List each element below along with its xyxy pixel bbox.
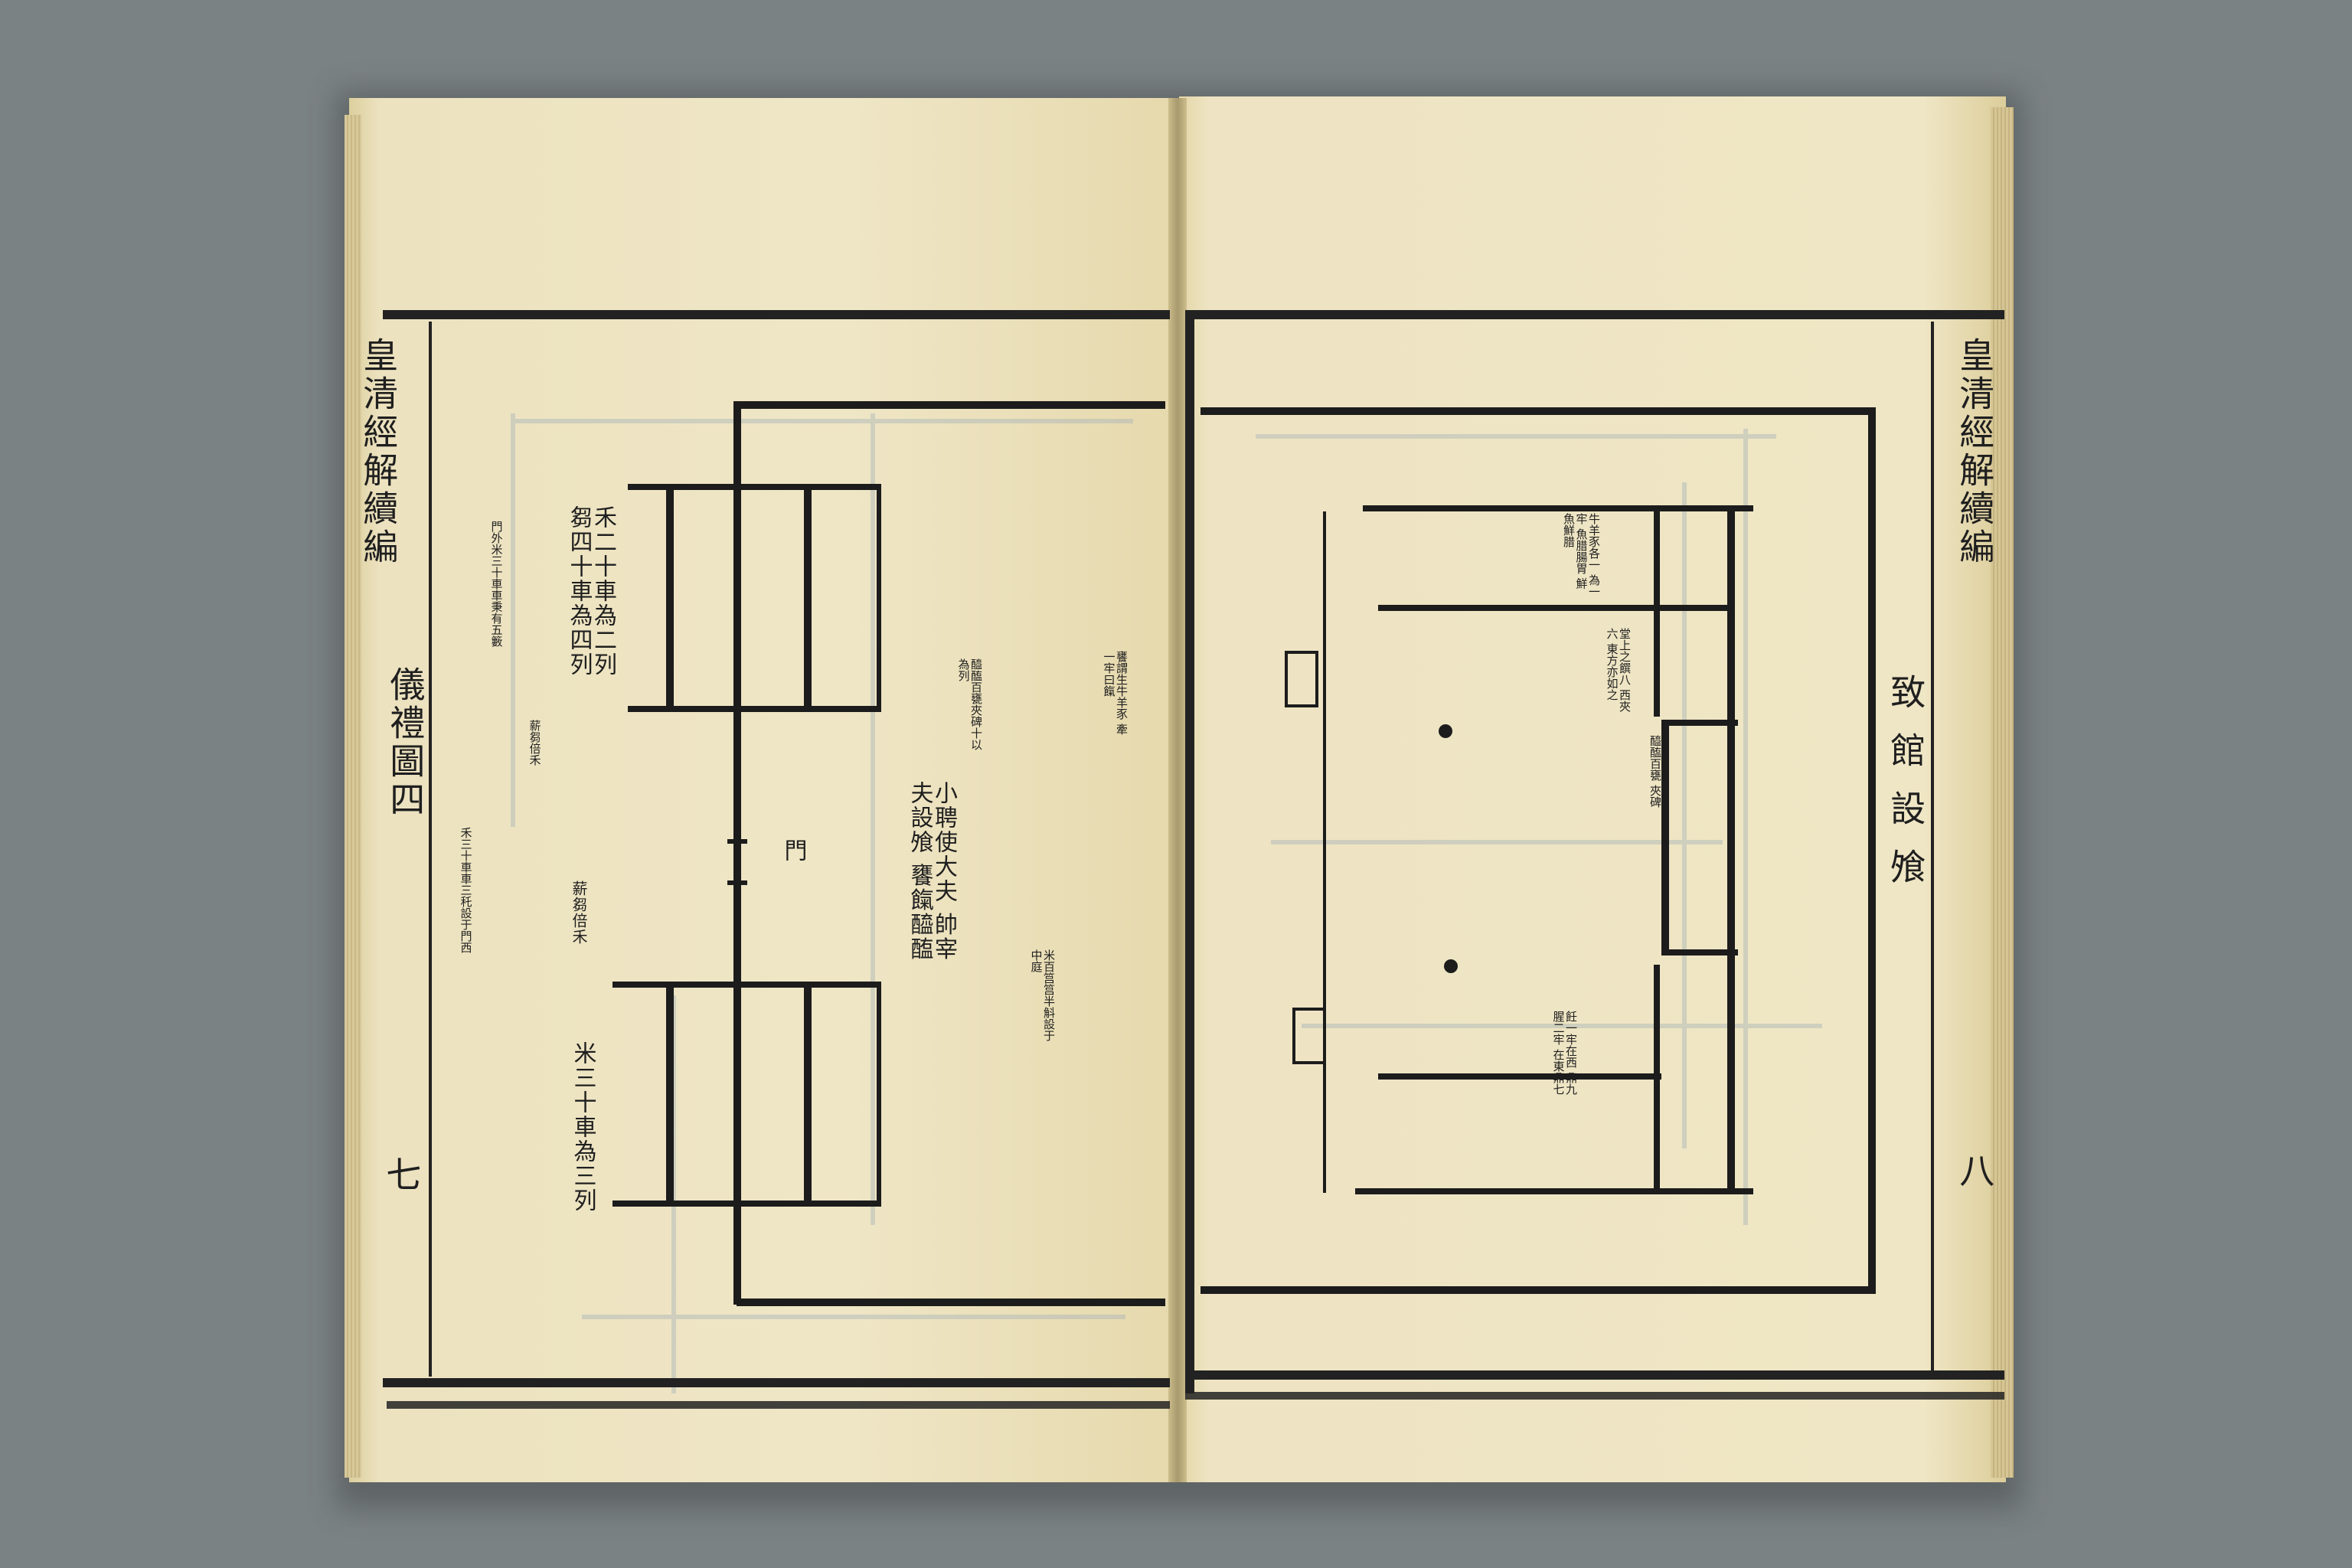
right-page-number: 八 xyxy=(1954,1152,1996,1191)
left-long-note-4: 門外米三十車車秉有五籔 xyxy=(489,521,504,647)
gate-label: 門 xyxy=(779,838,807,863)
left-running-title: 皇清經解續編 xyxy=(358,337,400,567)
left-page xyxy=(349,98,1173,1482)
left-long-note-1: 饔謂生牛羊豕 牽一牢曰餼 xyxy=(1102,651,1129,735)
cart-counts-upper: 禾二十車為二列 芻四十車為四列 xyxy=(565,505,617,677)
left-long-note-5: 禾三十車車三秅設于門西 xyxy=(459,827,473,953)
left-courtyard-plan xyxy=(612,401,1165,1306)
left-long-note-2: 醯醢百甕夾碑十以為列 xyxy=(956,658,984,750)
fodder-text: 薪芻倍禾 xyxy=(570,880,588,945)
right-diagram-title: 致館設飧 xyxy=(1885,674,1927,906)
officials-text: 小聘使大夫 帥宰夫設飧 饔餼醯醢 xyxy=(906,781,958,962)
right-lower-notes: 飪一牢在西 鼎九 腥二牢 在東鼎七 xyxy=(1551,1011,1579,1095)
right-middle-notes: 堂上之饌八 西夾六 東方亦如之 xyxy=(1605,628,1632,712)
left-long-note-6: 薪芻倍禾 xyxy=(528,720,542,766)
right-top-notes: 牛羊豕各一 為一牢 魚腊腸胃 鮮魚鮮腊 xyxy=(1562,513,1601,597)
cart-counts-lower: 米三十車為三列 xyxy=(569,1041,596,1213)
left-page-number: 七 xyxy=(381,1156,423,1194)
right-side-notes: 醯醢百甕 夾碑 xyxy=(1648,735,1662,808)
left-page-edge xyxy=(345,115,361,1478)
book-gutter xyxy=(1168,98,1187,1482)
right-enclosure-plan xyxy=(1200,407,1876,1294)
right-page-edge xyxy=(1991,107,2014,1478)
left-section-title: 儀禮圖四 xyxy=(384,666,426,819)
left-long-note-3: 米百筥筥半斛設于中庭 xyxy=(1029,949,1057,1041)
right-border-rules xyxy=(1185,310,2004,1400)
right-running-title: 皇清經解續編 xyxy=(1954,337,1996,567)
show-through-lines xyxy=(511,413,1822,1393)
left-border-rules xyxy=(383,310,1170,1409)
